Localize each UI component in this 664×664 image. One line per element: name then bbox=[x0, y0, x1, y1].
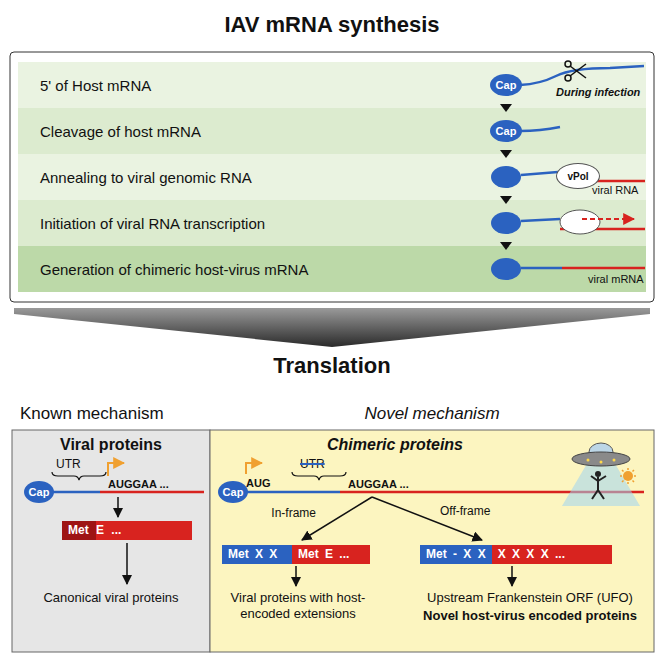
annotation-label: UTR bbox=[56, 457, 90, 472]
cap-oval bbox=[491, 166, 521, 188]
host-encoded-segment: Met X X bbox=[222, 545, 292, 564]
cleaved-mrna bbox=[520, 127, 560, 131]
annotation-label: Upstream Frankenstein ORF (UFO) bbox=[410, 590, 650, 606]
protein-bar: Met E ... bbox=[62, 521, 192, 540]
panel-heading: Chimeric proteins bbox=[270, 436, 520, 454]
annotation-label: Novel host-virus encoded proteins bbox=[410, 608, 650, 624]
cap-oval bbox=[491, 258, 521, 280]
virus-encoded-segment: X X X X ... bbox=[492, 545, 612, 564]
step-band: Annealing to viral genomic RNA vPol bbox=[18, 154, 646, 200]
annotation-label: viral mRNA bbox=[588, 273, 648, 287]
section-panel: IAV mRNA synthesis5' of Host mRNACapClea… bbox=[10, 8, 654, 304]
cap-label: Cap bbox=[496, 125, 517, 137]
polymerase-label: vPol bbox=[567, 171, 588, 182]
panel-heading: Viral proteins bbox=[12, 436, 210, 454]
chimeric-protein-bar: Met - X XX X X X ... bbox=[420, 545, 612, 564]
cap-circle: Cap bbox=[218, 481, 248, 503]
step-band: Cleavage of host mRNA Cap bbox=[18, 108, 646, 154]
panel-frame bbox=[10, 52, 654, 302]
cap-circle: Cap bbox=[490, 120, 522, 142]
host-encoded-segment: Met - X X bbox=[420, 545, 492, 564]
band-fill bbox=[18, 246, 646, 292]
start-arrow bbox=[246, 463, 262, 474]
protein-sequence: Met E ... bbox=[68, 521, 184, 540]
polymerase-oval bbox=[560, 210, 600, 234]
down-arrow bbox=[511, 566, 513, 586]
transcription-arrow bbox=[582, 218, 634, 220]
annotation-label: During infection bbox=[556, 86, 648, 100]
down-arrow bbox=[117, 497, 119, 517]
utr-line bbox=[52, 491, 100, 494]
band-fill bbox=[18, 200, 646, 246]
step-label: Cleavage of host mRNA bbox=[40, 123, 201, 140]
start-arrow bbox=[108, 463, 124, 476]
ufo-illustration bbox=[562, 443, 640, 506]
step-band: Initiation of viral RNA transcription bbox=[18, 200, 646, 246]
cap-label: Cap bbox=[496, 79, 517, 91]
annotation-label: AUGGAA ... bbox=[348, 478, 428, 492]
annotation-label: Canonical viral proteins bbox=[14, 590, 208, 606]
section-heading: Novel mechanism bbox=[210, 404, 654, 424]
step-label: Initiation of viral RNA transcription bbox=[40, 215, 265, 232]
mechanism-panel: Known mechanismViral proteinsCapMet E ..… bbox=[12, 398, 210, 652]
virus-encoded-segment: Met E ... bbox=[292, 545, 370, 564]
panel-fill bbox=[210, 430, 654, 652]
step-band: 5' of Host mRNA Cap bbox=[18, 62, 646, 108]
chimeric-protein-bar: Met X XMet E ... bbox=[222, 545, 370, 564]
host-mrna bbox=[520, 66, 644, 85]
brace bbox=[52, 472, 106, 480]
annotation-label: Viral proteins with host-encoded extensi… bbox=[218, 590, 378, 623]
annotation-label: AUG bbox=[246, 477, 276, 491]
brace bbox=[292, 472, 346, 480]
panel-fill bbox=[12, 430, 210, 652]
cap-label: Cap bbox=[223, 486, 244, 498]
branch-arrow bbox=[372, 497, 482, 540]
down-arrow bbox=[126, 543, 128, 584]
cap-circle: Cap bbox=[24, 481, 54, 503]
step-label: 5' of Host mRNA bbox=[40, 77, 151, 94]
annotation-label: AUGGAA ... bbox=[108, 478, 188, 492]
host-primer bbox=[521, 219, 560, 221]
annotation-label: Translation bbox=[0, 352, 664, 380]
band-fill bbox=[18, 108, 646, 154]
cap-oval bbox=[491, 212, 521, 234]
annotation-label: Off-frame bbox=[440, 504, 520, 519]
host-part bbox=[521, 267, 562, 270]
cap-label: Cap bbox=[29, 486, 50, 498]
step-label: Generation of chimeric host-virus mRNA bbox=[40, 261, 308, 278]
step-band: Generation of chimeric host-virus mRNA bbox=[18, 246, 646, 292]
annotation-label: In-frame bbox=[236, 506, 316, 521]
step-label: Annealing to viral genomic RNA bbox=[40, 169, 252, 186]
band-fill bbox=[18, 62, 646, 108]
annotation-label: UTR bbox=[300, 457, 334, 472]
section-heading: IAV mRNA synthesis bbox=[10, 12, 654, 38]
host-part bbox=[246, 491, 340, 494]
scissors-icon bbox=[565, 61, 586, 81]
cap-circle: Cap bbox=[490, 74, 522, 96]
band-fill bbox=[18, 154, 646, 200]
host-primer bbox=[521, 172, 558, 175]
annotation-label: viral RNA bbox=[592, 184, 648, 198]
translation-arrow bbox=[14, 308, 650, 347]
section-heading: Known mechanism bbox=[20, 404, 206, 424]
viral-part bbox=[562, 267, 645, 270]
down-arrow bbox=[295, 566, 297, 586]
viral-mrna bbox=[100, 491, 204, 494]
